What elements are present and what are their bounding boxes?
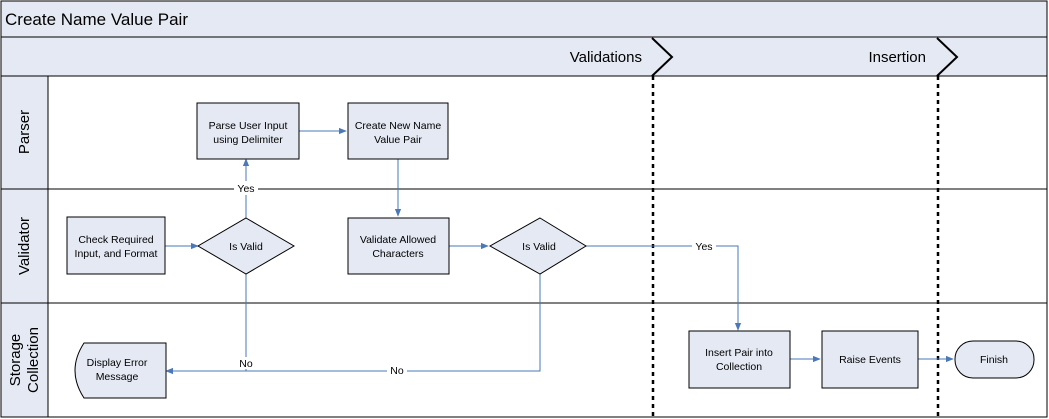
- node-raise-events-label: Raise Events: [839, 354, 901, 366]
- node-parse-input: Parse User Input using Delimiter: [196, 102, 300, 160]
- edge-isvalid2-to-error: [246, 274, 541, 372]
- node-validate-chars: Validate Allowed Characters: [347, 217, 450, 275]
- lane-header-column: [0, 75, 49, 418]
- diagram-title: Create Name Value Pair: [5, 10, 188, 29]
- node-validate-chars-line-2: Characters: [372, 248, 423, 260]
- edge-label-no-2: No: [390, 365, 404, 377]
- node-is-valid-2: Is Valid: [488, 217, 587, 275]
- node-display-error-line-2: Message: [96, 371, 139, 383]
- edge-label-bg-yes-1: [234, 181, 258, 195]
- node-parse-input-line-1: Parse User Input: [209, 120, 288, 132]
- lane-label-storage: Storage: [7, 334, 24, 387]
- node-insert-pair-line-1: Insert Pair into: [705, 347, 773, 359]
- edge-label-bg-yes-2: [692, 239, 716, 252]
- node-check-required-line-2: Input, and Format: [75, 248, 158, 260]
- lane-label-parser: Parser: [16, 110, 33, 154]
- edge-label-bg-no-2: [387, 364, 407, 376]
- node-is-valid-1: Is Valid: [197, 217, 295, 275]
- edge-label-yes-2: Yes: [695, 241, 712, 253]
- node-display-error: Display Error Message: [74, 342, 167, 399]
- phase-label-validations: Validations: [570, 49, 642, 66]
- edge-label-bg-no-1: [236, 357, 256, 369]
- lane-label-collection: Collection: [25, 327, 42, 393]
- node-insert-pair: Insert Pair into Collection: [688, 330, 791, 389]
- phase-label-insertion: Insertion: [868, 49, 926, 66]
- node-raise-events: Raise Events: [821, 330, 919, 389]
- node-create-pair-line-2: Value Pair: [374, 134, 422, 146]
- node-is-valid-1-label: Is Valid: [229, 241, 263, 253]
- node-create-pair: Create New Name Value Pair: [347, 102, 449, 160]
- node-display-error-line-1: Display Error: [87, 357, 148, 369]
- node-create-pair-line-1: Create New Name: [355, 120, 442, 132]
- edge-label-yes-1: Yes: [237, 183, 254, 195]
- node-validate-chars-line-1: Validate Allowed: [360, 234, 436, 246]
- node-finish: Finish: [954, 340, 1035, 379]
- title-bar: [0, 0, 1048, 38]
- node-check-required: Check Required Input, and Format: [66, 216, 166, 275]
- phase-header-bar: [0, 36, 1048, 77]
- phase-chevron-insertion: [936, 37, 959, 77]
- edge-label-no-1: No: [239, 358, 253, 370]
- lane-label-validator: Validator: [16, 217, 33, 275]
- node-finish-label: Finish: [980, 354, 1008, 366]
- node-is-valid-2-label: Is Valid: [522, 241, 556, 253]
- node-check-required-line-1: Check Required: [78, 234, 153, 246]
- phase-chevron-validations: [651, 37, 674, 77]
- edge-isvalid2-to-insert: [586, 245, 742, 331]
- node-parse-input-line-2: using Delimiter: [213, 134, 283, 146]
- node-insert-pair-line-2: Collection: [716, 361, 762, 373]
